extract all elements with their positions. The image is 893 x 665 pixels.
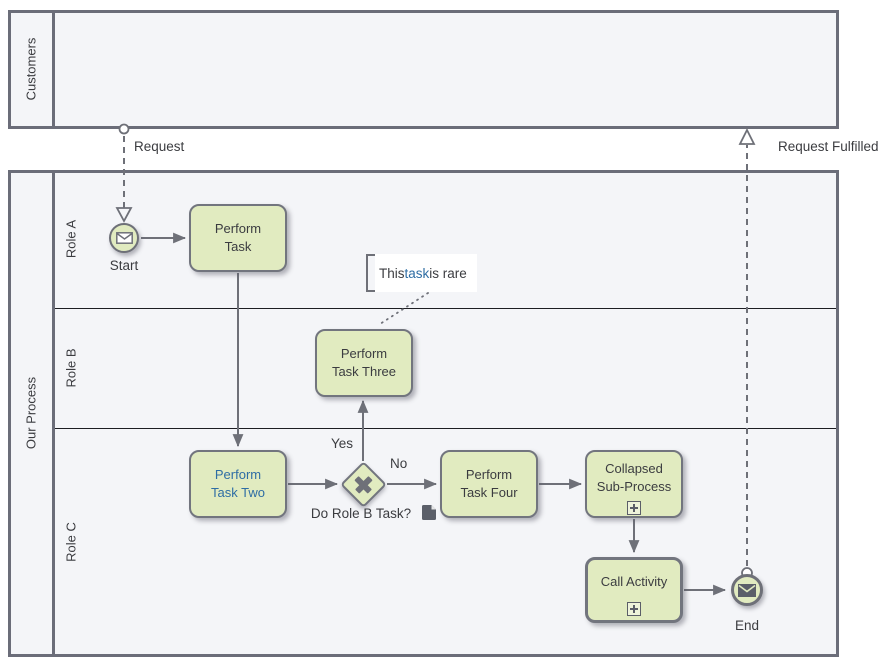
- message-envelope-icon: [115, 232, 133, 244]
- end-event[interactable]: [731, 574, 763, 606]
- pool-our-process-label: Our Process: [23, 376, 39, 450]
- message-flow-request-fulfilled-label: Request Fulfilled: [778, 139, 879, 154]
- pool-customers[interactable]: [8, 10, 839, 129]
- pool-header-separator: [52, 13, 55, 126]
- lane-role-c-label: Role C: [63, 522, 79, 562]
- gateway-no-label: No: [390, 456, 408, 471]
- annotation-text-suffix: is rare: [429, 265, 467, 281]
- lane-divider-a-b: [55, 308, 836, 309]
- collapsed-subprocess[interactable]: Collapsed Sub-Process: [585, 450, 683, 518]
- task-label: Call Activity: [600, 574, 668, 590]
- task-label-link[interactable]: Perform Task Two: [211, 467, 265, 500]
- annotation-text-prefix: This: [379, 265, 405, 281]
- start-event-label: Start: [109, 258, 139, 273]
- task-label: Perform Task Three: [331, 346, 397, 379]
- subprocess-plus-marker-icon[interactable]: [627, 501, 641, 515]
- call-activity[interactable]: Call Activity: [585, 557, 683, 623]
- pool-header-separator: [52, 173, 55, 654]
- start-event[interactable]: [109, 223, 139, 253]
- annotation-text: This task is rare: [375, 254, 477, 292]
- task-perform-task-four[interactable]: Perform Task Four: [440, 450, 538, 518]
- lane-divider-b-c: [55, 428, 836, 429]
- task-label: Perform Task: [214, 221, 262, 254]
- gateway-yes-label: Yes: [331, 436, 354, 451]
- document-icon[interactable]: [421, 504, 437, 521]
- annotation-bracket: [366, 254, 375, 292]
- filled-message-envelope-icon: [738, 583, 756, 597]
- task-perform-task-three[interactable]: Perform Task Three: [315, 329, 413, 397]
- task-label: Collapsed Sub-Process: [596, 461, 672, 494]
- annotation-task-link[interactable]: task: [404, 265, 430, 281]
- text-annotation[interactable]: This task is rare: [366, 254, 477, 292]
- pool-our-process[interactable]: [8, 170, 839, 657]
- gateway-question-label: Do Role B Task?: [310, 506, 412, 521]
- end-event-label: End: [734, 618, 760, 633]
- task-perform-task[interactable]: Perform Task: [189, 204, 287, 272]
- pool-customers-label: Customers: [23, 37, 39, 101]
- lane-role-b-label: Role B: [63, 348, 79, 388]
- call-activity-plus-marker-icon[interactable]: [627, 602, 641, 616]
- task-label: Perform Task Four: [460, 467, 518, 500]
- task-perform-task-two[interactable]: Perform Task Two: [189, 450, 287, 518]
- message-flow-request-label: Request: [134, 139, 185, 154]
- message-flow-fulfilled-arrowhead: [738, 127, 756, 145]
- lane-role-a-label: Role A: [63, 219, 79, 259]
